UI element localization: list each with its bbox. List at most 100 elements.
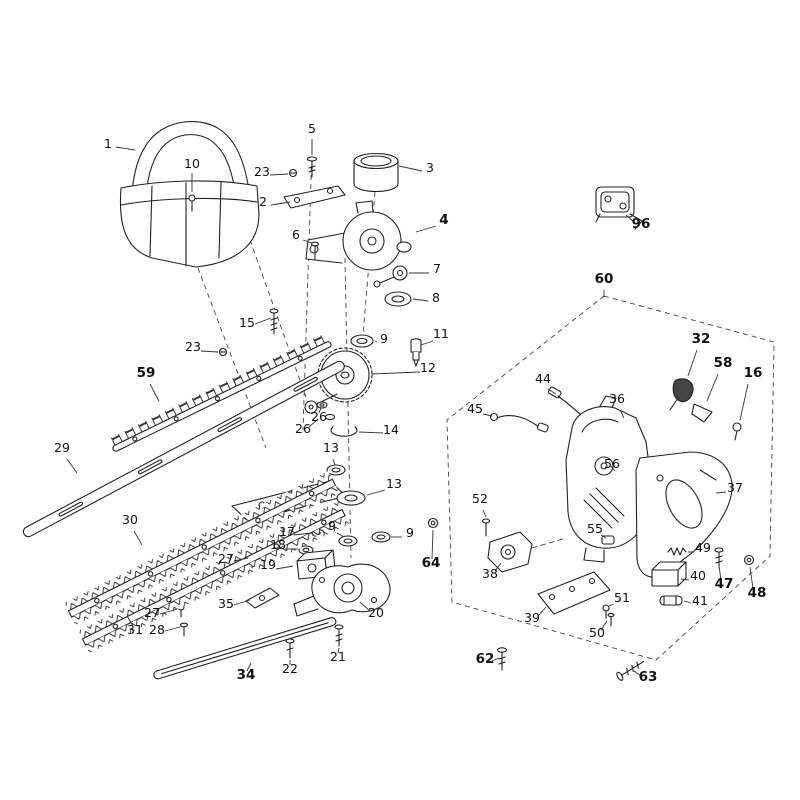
box-part-40	[651, 561, 687, 587]
screw-part-5	[306, 156, 318, 178]
part-label-35: 35	[218, 596, 234, 611]
part-label-63: 63	[639, 669, 658, 685]
screw-part-23-lower	[218, 347, 228, 357]
valve-part-11	[410, 338, 422, 367]
part-label-27: 27	[144, 605, 160, 620]
part-label-7: 7	[433, 261, 441, 276]
leader-line-58	[706, 373, 719, 402]
part-label-21: 21	[330, 649, 346, 664]
leader-line-26	[308, 418, 319, 428]
washer-part-9c	[371, 531, 391, 543]
handle-part-1	[119, 121, 260, 268]
bolt-part-63	[616, 660, 645, 681]
leader-line-59	[149, 383, 160, 402]
blade-part-30	[64, 471, 340, 626]
guide-bar-part-34	[153, 617, 337, 680]
part-label-29: 29	[54, 440, 70, 455]
part-label-17: 17	[279, 524, 295, 539]
washer-part-9a	[350, 334, 374, 348]
screw-part-51	[602, 604, 610, 619]
crank-part-7	[373, 265, 408, 288]
part-label-47: 47	[715, 576, 734, 592]
leader-line-13	[332, 458, 336, 466]
wire-part-45	[489, 412, 549, 433]
support-bar-part-29	[22, 360, 345, 538]
part-label-2: 2	[259, 194, 267, 209]
part-label-9: 9	[328, 518, 336, 533]
comb-bar-part-59	[108, 333, 332, 452]
gear-case-part-20	[293, 563, 391, 617]
part-label-15: 15	[239, 315, 255, 330]
washer-part-48	[743, 554, 755, 566]
guard-part-35	[245, 587, 280, 609]
leader-line-96	[625, 214, 635, 223]
leader-line-23	[200, 350, 219, 353]
screw-part-52	[481, 518, 491, 537]
washer-part-9b	[338, 535, 358, 547]
leader-line-34	[246, 662, 252, 672]
part-label-60: 60	[595, 271, 614, 287]
leader-line-6	[302, 239, 313, 244]
part-label-30: 30	[122, 512, 138, 527]
part-label-12: 12	[420, 360, 436, 375]
part-label-28: 28	[149, 622, 165, 637]
part-label-55: 55	[587, 521, 603, 536]
leader-line-41	[683, 600, 692, 604]
part-label-96: 96	[632, 216, 651, 232]
assembly-60-boundary	[446, 295, 775, 661]
part-label-52: 52	[472, 491, 488, 506]
bearing-part-8	[384, 291, 412, 307]
part-label-9: 9	[406, 525, 414, 540]
clip-part-16	[732, 422, 742, 441]
leader-line-15	[254, 317, 272, 325]
part-label-51: 51	[614, 590, 630, 605]
leader-line-64	[431, 529, 434, 560]
part-label-14: 14	[383, 422, 399, 437]
leader-line-20	[359, 601, 371, 612]
leader-line-36	[619, 409, 625, 419]
part-label-23: 23	[254, 164, 270, 179]
leader-line-26	[318, 407, 322, 414]
screw-part-47	[714, 547, 724, 569]
part-label-39: 39	[524, 610, 540, 625]
leader-line-8	[412, 298, 429, 302]
leader-line-30	[133, 530, 143, 546]
part-label-13: 13	[386, 476, 402, 491]
leader-line-48	[749, 566, 754, 590]
leader-line-9	[374, 340, 378, 343]
bracket-part-38	[487, 531, 567, 573]
part-label-26: 26	[295, 421, 311, 436]
cup-part-3	[353, 152, 399, 193]
part-label-4: 4	[439, 212, 448, 228]
leader-line-45	[482, 413, 493, 417]
part-label-36: 36	[609, 391, 625, 406]
leader-line-23	[269, 173, 289, 176]
leader-line-32	[687, 349, 698, 377]
bolt-part-62	[496, 647, 508, 671]
leader-line-35	[233, 599, 251, 606]
leader-lines	[66, 139, 754, 677]
plate-part-39	[537, 571, 611, 615]
part-label-20: 20	[368, 605, 384, 620]
leader-line-27	[233, 557, 249, 562]
leader-line-50	[600, 620, 608, 631]
leader-line-1	[115, 146, 136, 151]
leader-line-13	[366, 489, 386, 496]
part-label-19: 19	[260, 557, 276, 572]
part-label-26: 26	[311, 409, 327, 424]
leader-line-3	[398, 165, 423, 172]
part-label-40: 40	[690, 568, 706, 583]
part-label-62: 62	[476, 651, 495, 667]
leader-line-44	[547, 388, 557, 395]
part-label-41: 41	[692, 593, 708, 608]
leader-line-29	[66, 458, 78, 474]
leader-line-38	[494, 562, 502, 572]
part-label-11: 11	[433, 326, 449, 341]
part-label-50: 50	[589, 625, 605, 640]
handle-part-37	[635, 451, 733, 578]
gear-part-12	[304, 347, 373, 414]
tab-part-55	[601, 535, 615, 545]
leader-line-51	[608, 603, 615, 607]
